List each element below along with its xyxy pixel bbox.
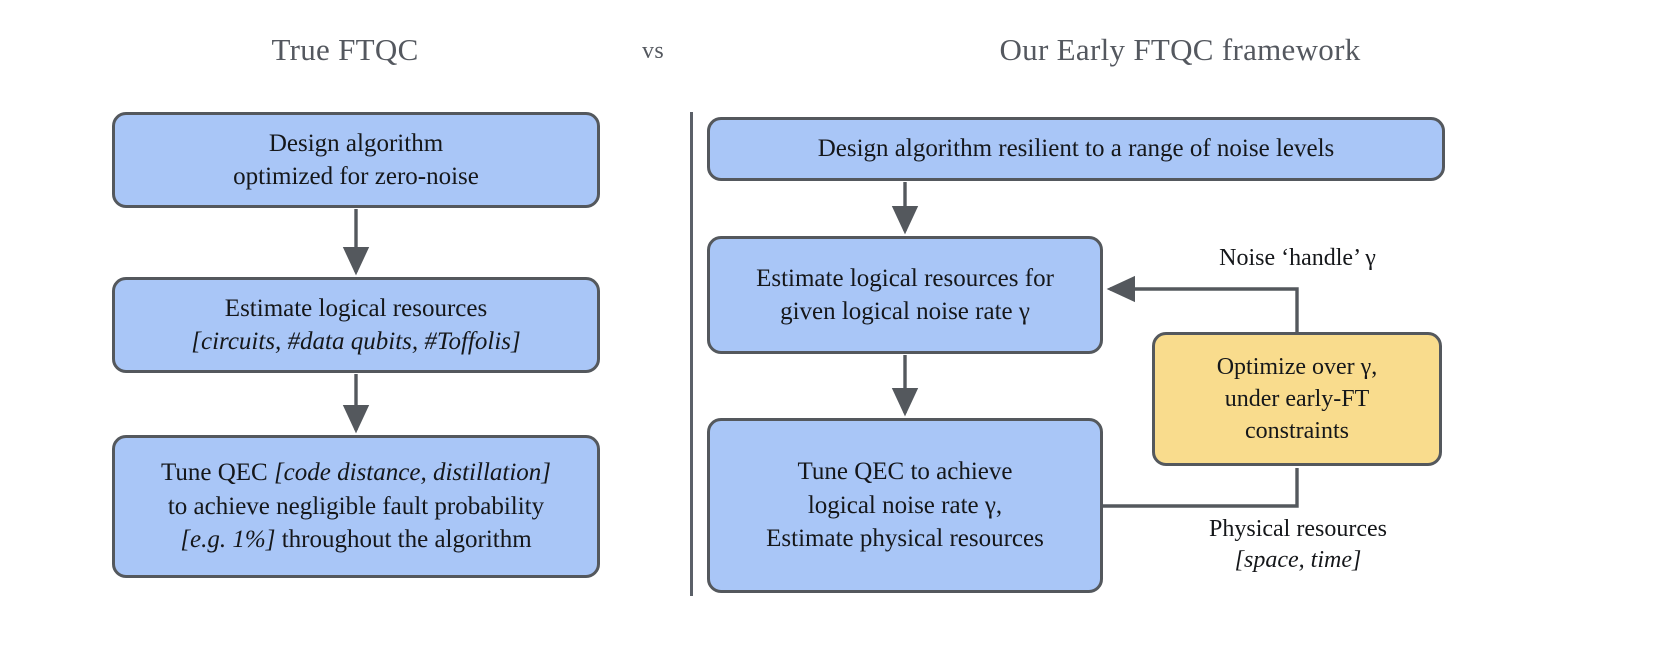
node-line: logical noise rate γ,: [807, 491, 1003, 519]
node-design-resilient-algorithm: Design algorithm resilient to a range of…: [707, 117, 1445, 181]
node-line: to achieve negligible fault probability: [167, 492, 545, 520]
right-column-title: Our Early FTQC framework: [999, 32, 1361, 67]
node-line: Tune QEC [code distance, distillation]: [125, 456, 587, 490]
node-line: given logical noise rate γ: [780, 298, 1030, 325]
node-line: Estimate physical resources: [766, 525, 1044, 553]
node-line: optimized for zero-noise: [233, 163, 479, 190]
node-tune-qec: Tune QEC [code distance, distillation] t…: [112, 435, 600, 578]
node-line: [e.g. 1%] throughout the algorithm: [125, 523, 587, 557]
node-estimate-logical-resources-gamma: Estimate logical resources for given log…: [707, 236, 1103, 354]
node-line: Optimize over γ,: [1216, 353, 1378, 380]
node-text: throughout the algorithm: [275, 526, 532, 554]
label-noise-handle: Noise ‘handle’ γ: [1219, 245, 1376, 271]
node-line: Design algorithm: [268, 129, 444, 157]
arrow-noise-handle-feedback: [1106, 275, 1299, 332]
column-divider: [690, 112, 693, 596]
node-line: Tune QEC to achieve: [797, 458, 1013, 486]
node-optimize-over-gamma: Optimize over γ, under early-FT constrai…: [1152, 332, 1442, 466]
node-tune-qec-gamma: Tune QEC to achieve logical noise rate γ…: [707, 418, 1103, 593]
label-physical-resources: Physical resources [space, time]: [1148, 514, 1448, 576]
node-line: constraints: [1245, 418, 1349, 445]
node-line: Estimate logical resources: [224, 294, 488, 322]
label-line-italic: [space, time]: [1234, 547, 1362, 574]
node-line: Design algorithm resilient to a range of…: [817, 135, 1335, 163]
node-line: Estimate logical resources for: [756, 264, 1054, 292]
node-estimate-logical-resources: Estimate logical resources [circuits, #d…: [112, 277, 600, 373]
label-line: Physical resources: [1209, 516, 1387, 542]
node-text: Tune QEC: [160, 459, 274, 487]
node-line: under early-FT: [1224, 385, 1370, 412]
left-column-title: True FTQC: [271, 32, 419, 67]
node-line-italic: [circuits, #data qubits, #Toffolis]: [191, 328, 521, 355]
node-text-italic: [code distance, distillation]: [273, 459, 552, 487]
node-design-algorithm: Design algorithm optimized for zero-nois…: [112, 112, 600, 208]
node-text-italic: [e.g. 1%]: [180, 526, 276, 554]
connector-physical-resources: [1103, 468, 1299, 508]
versus-label: vs: [642, 38, 664, 64]
